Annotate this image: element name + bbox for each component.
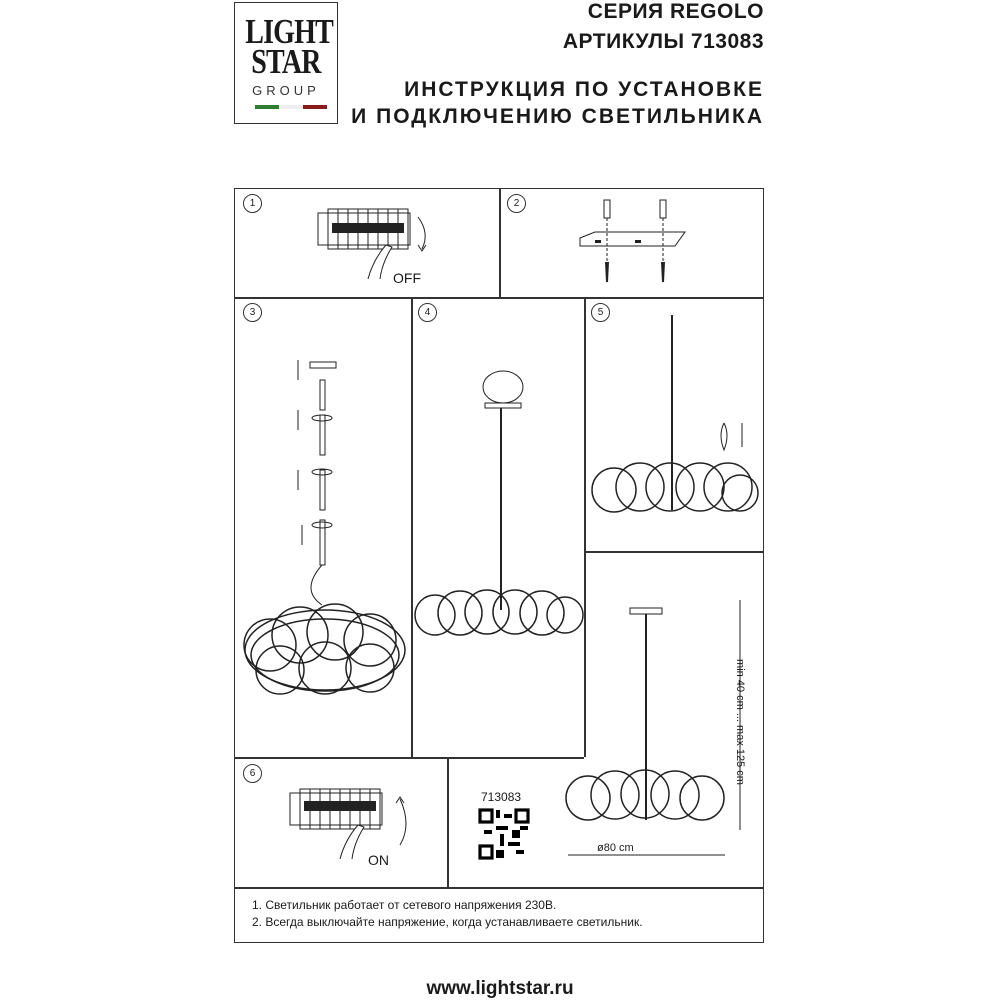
logo-line3: GROUP: [252, 83, 320, 98]
divider: [234, 757, 584, 759]
series-title: СЕРИЯ REGOLO: [587, 0, 764, 23]
divider: [584, 297, 586, 757]
breaker-panel-on-illustration: [289, 788, 407, 860]
mounting-plate-illustration: [579, 199, 686, 282]
step-number-5: 5: [591, 303, 610, 322]
step-number-2: 2: [507, 194, 526, 213]
instruction-title-line1: ИНСТРУКЦИЯ ПО УСТАНОВКЕ: [404, 78, 764, 101]
breaker-panel-off-illustration: [317, 208, 427, 280]
divider: [584, 551, 764, 553]
diameter-label: ø80 cm: [597, 842, 634, 854]
rod-assembly-illustration: [243, 360, 406, 695]
divider: [447, 757, 449, 887]
lightstar-logo: LIGHT STAR GROUP: [234, 2, 338, 124]
hang-fixture-illustration: [414, 370, 584, 636]
divider: [499, 188, 501, 297]
step-number-3: 3: [243, 303, 262, 322]
off-label: OFF: [393, 270, 421, 286]
step-number-1: 1: [243, 194, 262, 213]
instruction-title-line2: И ПОДКЛЮЧЕНИЮ СВЕТИЛЬНИКА: [351, 105, 764, 128]
notes: 1. Светильник работает от сетевого напря…: [252, 897, 643, 931]
divider: [411, 297, 413, 757]
article-number: 713083: [481, 790, 522, 804]
website-link[interactable]: www.lightstar.ru: [426, 978, 574, 999]
divider: [234, 887, 764, 889]
divider: [234, 297, 764, 299]
note-2: 2. Всегда выключайте напряжение, когда у…: [252, 915, 643, 929]
logo-line2: STAR: [251, 42, 321, 81]
insert-bulbs-illustration: [591, 315, 759, 513]
step-number-4: 4: [418, 303, 437, 322]
qr-code[interactable]: [478, 808, 530, 860]
logo-line1: LIGHT: [245, 12, 334, 51]
on-label: ON: [368, 852, 389, 868]
height-range-label: min 40 cm ... max 125 cm: [734, 659, 746, 785]
step-number-6: 6: [243, 764, 262, 783]
italian-flag-stripe: [255, 105, 327, 109]
article-title: АРТИКУЛЫ 713083: [562, 30, 764, 53]
dimensioned-fixture-illustration: [565, 600, 741, 856]
note-1: 1. Светильник работает от сетевого напря…: [252, 898, 557, 912]
